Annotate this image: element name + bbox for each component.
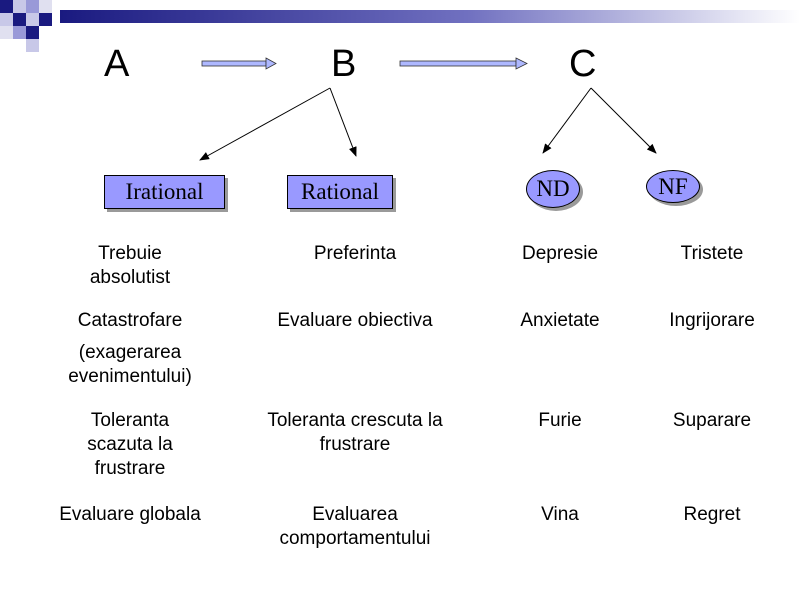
- title-bar-decoration: [0, 0, 800, 52]
- box-rational: Rational: [287, 175, 393, 209]
- row2-col4: Ingrijorare: [669, 310, 755, 331]
- row1-col4: Tristete: [680, 243, 744, 264]
- label-a: A: [104, 43, 130, 85]
- row4-col1: Evaluare globala: [59, 504, 201, 525]
- row3-col3: Furie: [538, 410, 582, 431]
- oval-nd: ND: [526, 170, 580, 208]
- oval-nf: NF: [646, 170, 700, 203]
- label-b: B: [331, 43, 357, 85]
- row2-col1-note: (exagerarea evenimentului): [68, 342, 192, 387]
- arrow-c-to-nd: [542, 87, 592, 154]
- row2-col3: Anxietate: [520, 310, 600, 331]
- box-irational: Irational: [104, 175, 225, 209]
- row1-col1: Trebuie absolutist: [89, 243, 171, 288]
- row4-col2: Evaluarea comportamentului: [279, 504, 431, 549]
- row1-col2: Preferinta: [313, 243, 397, 264]
- arrow-b-to-c: [399, 57, 528, 70]
- arrow-b-to-irational: [199, 87, 331, 161]
- arrow-b-to-rational: [329, 87, 357, 157]
- row3-col1: Toleranta scazuta la frustrare: [87, 410, 173, 479]
- label-c: C: [569, 43, 597, 85]
- row3-col4: Suparare: [672, 410, 752, 431]
- row4-col4: Regret: [683, 504, 741, 525]
- row3-col2: Toleranta crescuta la frustrare: [267, 410, 443, 455]
- arrow-c-to-nf: [590, 87, 657, 154]
- row2-col2: Evaluare obiectiva: [277, 310, 433, 331]
- row2-col1: Catastrofare: [77, 310, 183, 331]
- arrow-a-to-b: [201, 57, 277, 70]
- row1-col3: Depresie: [521, 243, 599, 264]
- row4-col3: Vina: [541, 504, 579, 525]
